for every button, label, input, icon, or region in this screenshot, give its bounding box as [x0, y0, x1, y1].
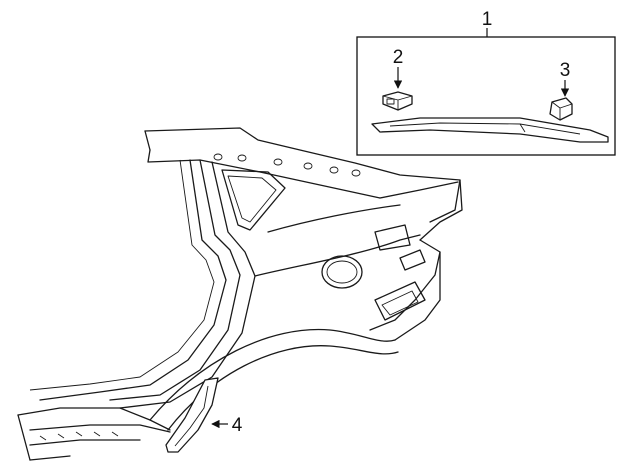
callout-1: 1	[482, 9, 493, 37]
callout-4-label: 4	[232, 415, 243, 436]
callout-1-label: 1	[482, 9, 493, 30]
callout-2: 2	[393, 47, 404, 89]
roof-rail-holes	[213, 153, 361, 177]
callout-1-box	[356, 36, 616, 156]
molding-strip	[371, 117, 609, 143]
callout-2-label: 2	[393, 47, 404, 68]
fuel-door	[321, 255, 363, 289]
callout-3: 3	[560, 60, 571, 97]
quarter-panel-drawing	[17, 127, 463, 461]
callout-4: 4	[211, 415, 243, 436]
clip-part-2	[382, 91, 413, 111]
callout-3-label: 3	[560, 60, 571, 81]
part-4-piece	[165, 377, 219, 453]
clip-part-3	[549, 97, 573, 121]
